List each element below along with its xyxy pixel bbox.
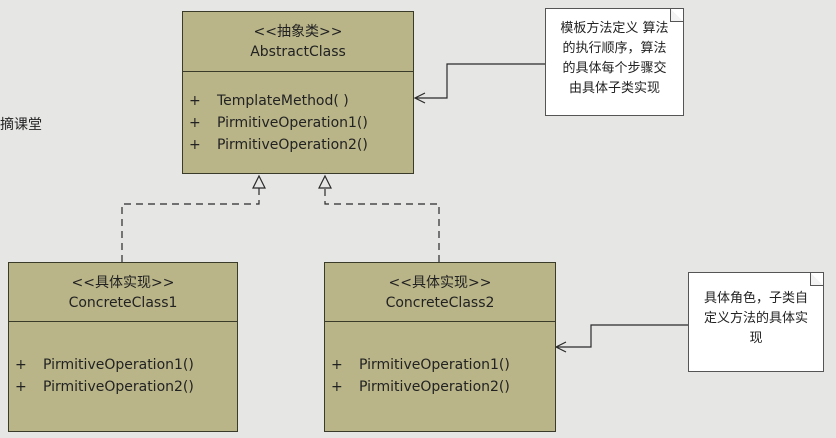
operation-row: + PirmitiveOperation1() bbox=[325, 354, 555, 376]
concrete-class-1-box[interactable]: <<具体实现>> ConcreteClass1 + PirmitiveOpera… bbox=[8, 262, 238, 432]
operation-signature: PirmitiveOperation1() bbox=[217, 115, 368, 131]
abstract-class-stereotype: <<抽象类>> bbox=[253, 24, 343, 40]
inheritance-1 bbox=[121, 174, 266, 262]
side-label: 摘课堂 bbox=[0, 117, 42, 133]
visibility-marker: + bbox=[189, 115, 201, 131]
inheritance-2 bbox=[318, 174, 440, 262]
visibility-marker: + bbox=[331, 379, 343, 395]
note-fold-icon bbox=[810, 273, 823, 286]
note-line: 具体角色，子类自 bbox=[703, 291, 808, 306]
concrete-class-2-stereotype: <<具体实现>> bbox=[388, 275, 492, 291]
note-template-method[interactable]: 模板方法定义 算法 的执行顺序，算法 的具体每个步骤交 由具体子类实现 bbox=[545, 8, 684, 116]
operation-row: + PirmitiveOperation2() bbox=[9, 376, 237, 398]
operation-signature: PirmitiveOperation2() bbox=[43, 379, 194, 395]
note-line: 定义方法的具体实 bbox=[703, 311, 808, 326]
note-line: 的具体每个步骤交 bbox=[562, 61, 667, 76]
operation-row: + PirmitiveOperation1() bbox=[183, 112, 413, 134]
visibility-marker: + bbox=[331, 357, 343, 373]
note-template-connector bbox=[413, 63, 545, 104]
visibility-marker: + bbox=[189, 137, 201, 153]
note-line: 由具体子类实现 bbox=[568, 81, 660, 96]
operation-signature: TemplateMethod( ) bbox=[217, 93, 349, 109]
visibility-marker: + bbox=[15, 379, 27, 395]
operation-signature: PirmitiveOperation2() bbox=[359, 379, 510, 395]
abstract-class-box[interactable]: <<抽象类>> AbstractClass + TemplateMethod( … bbox=[182, 11, 414, 174]
note-concrete-connector bbox=[554, 324, 688, 353]
concrete-class-2-header: <<具体实现>> ConcreteClass2 bbox=[325, 263, 555, 322]
operation-signature: PirmitiveOperation2() bbox=[217, 137, 368, 153]
concrete-class-2-operations: + PirmitiveOperation1() + PirmitiveOpera… bbox=[325, 322, 555, 398]
abstract-class-name: AbstractClass bbox=[250, 44, 346, 60]
operation-signature: PirmitiveOperation1() bbox=[43, 357, 194, 373]
abstract-class-header: <<抽象类>> AbstractClass bbox=[183, 12, 413, 72]
concrete-class-2-box[interactable]: <<具体实现>> ConcreteClass2 + PirmitiveOpera… bbox=[324, 262, 556, 432]
operation-row: + PirmitiveOperation1() bbox=[9, 354, 237, 376]
note-line: 现 bbox=[749, 331, 763, 346]
note-fold-icon bbox=[670, 9, 683, 22]
visibility-marker: + bbox=[15, 357, 27, 373]
note-line: 的执行顺序，算法 bbox=[562, 41, 667, 56]
concrete-class-1-header: <<具体实现>> ConcreteClass1 bbox=[9, 263, 237, 322]
note-concrete-role[interactable]: 具体角色，子类自 定义方法的具体实 现 bbox=[688, 272, 824, 372]
concrete-class-1-name: ConcreteClass1 bbox=[68, 295, 178, 311]
concrete-class-2-name: ConcreteClass2 bbox=[385, 295, 495, 311]
operation-row: + TemplateMethod( ) bbox=[183, 90, 413, 112]
operation-signature: PirmitiveOperation1() bbox=[359, 357, 510, 373]
operation-row: + PirmitiveOperation2() bbox=[183, 134, 413, 156]
visibility-marker: + bbox=[189, 93, 201, 109]
concrete-class-1-stereotype: <<具体实现>> bbox=[71, 275, 175, 291]
concrete-class-1-operations: + PirmitiveOperation1() + PirmitiveOpera… bbox=[9, 322, 237, 398]
abstract-class-operations: + TemplateMethod( ) + PirmitiveOperation… bbox=[183, 72, 413, 156]
note-line: 模板方法定义 算法 bbox=[560, 21, 669, 36]
operation-row: + PirmitiveOperation2() bbox=[325, 376, 555, 398]
